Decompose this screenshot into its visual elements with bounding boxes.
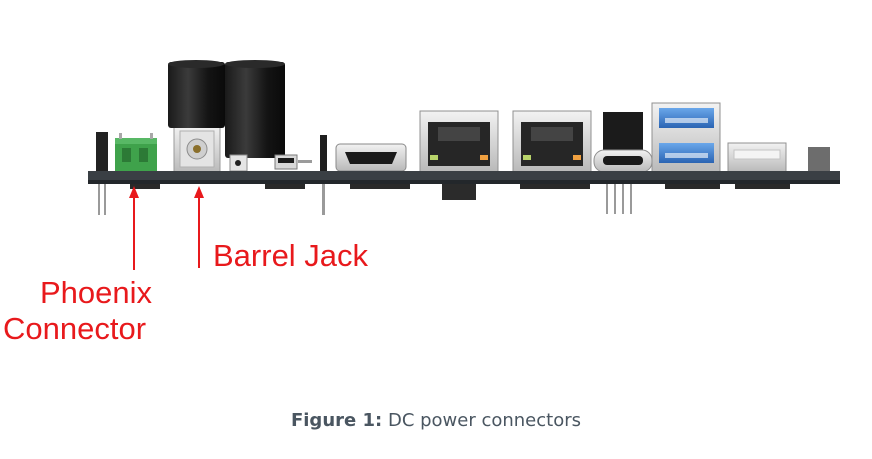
right-connector <box>808 147 830 174</box>
caption-prefix: Figure 1: <box>290 410 383 431</box>
pin-header-middle <box>320 135 327 171</box>
small-header <box>274 154 312 170</box>
phoenix-connector <box>115 133 157 182</box>
hdmi-port <box>335 143 407 172</box>
arrow-phoenix <box>129 186 139 270</box>
usb-c-port <box>593 112 653 214</box>
usb2-port <box>727 142 787 173</box>
barrel-jack-label: Barrel Jack <box>213 238 369 273</box>
phoenix-label-line2: Connector <box>3 311 147 346</box>
pin-header-left <box>96 132 108 215</box>
pcb <box>88 171 840 189</box>
pin-header-middle-lead <box>322 171 325 215</box>
tactile-button <box>229 154 248 172</box>
capacitors <box>168 60 285 158</box>
arrow-barrel-jack <box>194 186 204 268</box>
caption-text: DC power connectors <box>387 410 582 431</box>
usb3-port-stack <box>651 102 721 174</box>
barrel-jack <box>173 125 221 174</box>
figure-caption: Figure 1: DC power connectors <box>0 410 872 431</box>
ethernet-port-2 <box>512 110 592 173</box>
ethernet-port-1 <box>419 110 499 200</box>
phoenix-label-line1: Phoenix <box>40 275 153 310</box>
